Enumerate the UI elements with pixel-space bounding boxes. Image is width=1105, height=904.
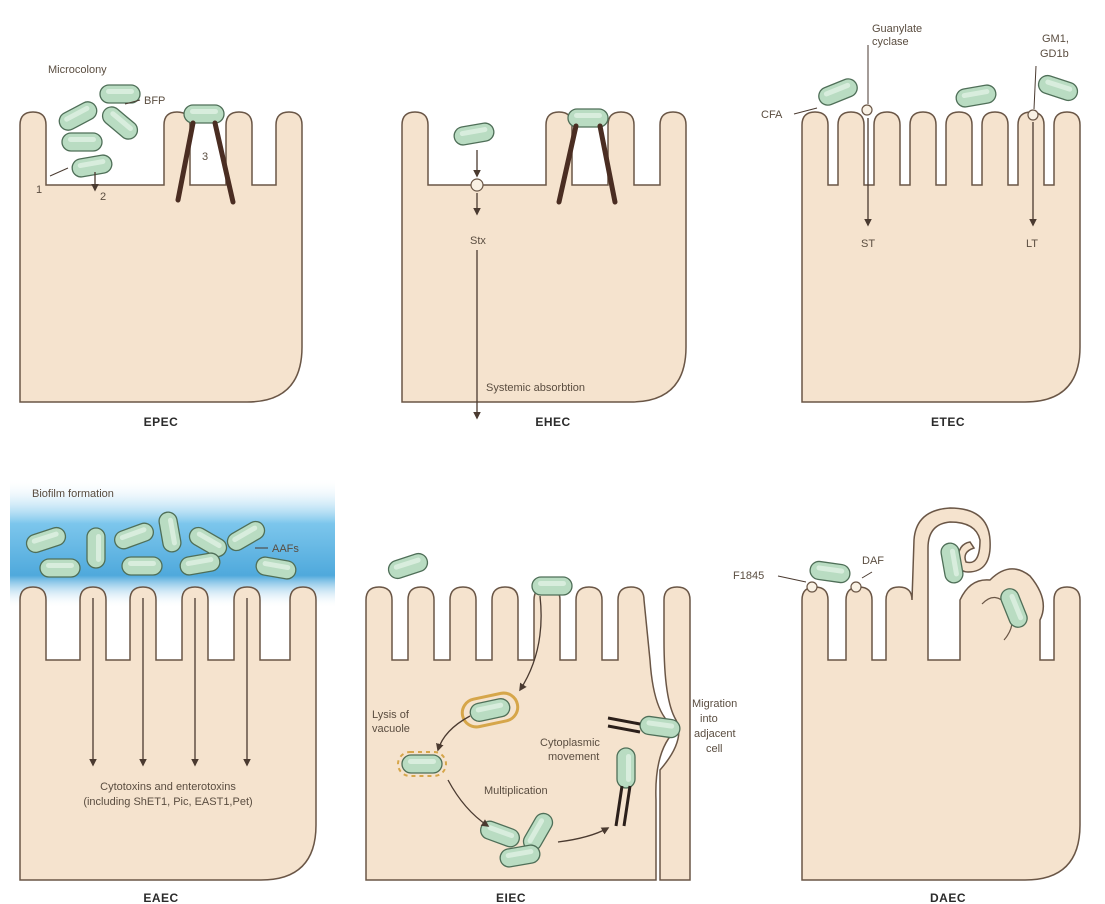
ehec-systemic-label: Systemic absorbtion [486, 382, 585, 394]
eaec-cell [20, 587, 316, 880]
panel-eiec: Lysis of vacuole Cytoplasmic movement Mu… [366, 551, 737, 904]
epec-bacterium [99, 103, 141, 143]
etec-bacterium [816, 76, 860, 108]
epec-bfp-label: BFP [144, 95, 165, 107]
eaec-aafs-label: AAFs [272, 543, 299, 555]
eiec-multiplication-label: Multiplication [484, 785, 548, 797]
epec-title: EPEC [144, 415, 179, 429]
daec-daf-label: DAF [862, 555, 884, 567]
panel-etec: Guanylate cyclase GM1, GD1b CFA ST LT ET… [761, 23, 1080, 429]
epec-bacterium [184, 105, 224, 123]
eiec-into-label: into [700, 713, 718, 725]
epec-bacterium [71, 154, 114, 179]
ehec-bacterium [453, 122, 496, 147]
eiec-cell-label: cell [706, 743, 723, 755]
eiec-cytoplasmic-label: Cytoplasmic [540, 737, 600, 749]
eiec-bacterium [386, 551, 430, 580]
eaec-title: EAEC [143, 891, 178, 904]
epec-bacterium [100, 85, 140, 103]
panel-eaec: Biofilm formation AAFs Cytotoxins and en… [10, 478, 335, 904]
etec-bacterium [955, 84, 998, 109]
etec-gm1-label: GM1, [1042, 33, 1069, 45]
epec-bacterium [62, 133, 102, 151]
daec-bacterium [809, 560, 851, 583]
eiec-migration-label: Migration [692, 698, 737, 710]
epec-cell [20, 112, 302, 402]
ehec-title: EHEC [535, 415, 570, 429]
daec-f1845-label: F1845 [733, 570, 764, 582]
panel-epec: Microcolony BFP 1 2 3 EPEC [20, 64, 302, 429]
etec-cell [802, 112, 1080, 402]
ehec-stx-label: Stx [470, 235, 486, 247]
daec-title: DAEC [930, 891, 966, 904]
ehec-cell [402, 112, 686, 402]
ehec-bacterium [568, 109, 608, 127]
etec-st-label: ST [861, 238, 875, 250]
panel-daec: F1845 DAF DAEC [733, 508, 1080, 904]
eiec-movement-label: movement [548, 751, 599, 763]
eiec-title: EIEC [496, 891, 526, 904]
etec-bacterium [1036, 73, 1080, 102]
eiec-vacuole-label: vacuole [372, 723, 410, 735]
epec-bacterium [56, 99, 100, 134]
panel-ehec: Stx Systemic absorbtion EHEC [402, 109, 686, 429]
eaec-bacterium [40, 559, 80, 577]
eaec-bacterium [122, 557, 162, 575]
etec-title: ETEC [931, 415, 965, 429]
eiec-bacterium [532, 577, 572, 595]
eiec-lysis-label: Lysis of [372, 709, 410, 721]
epec-step1-label: 1 [36, 184, 42, 196]
etec-lt-label: LT [1026, 238, 1038, 250]
etec-guanylate-label: Guanylate [872, 23, 922, 35]
eaec-bacterium [87, 528, 105, 568]
etec-cfa-label: CFA [761, 109, 783, 121]
epec-step2-label: 2 [100, 191, 106, 203]
epec-step3-label: 3 [202, 151, 208, 163]
eaec-toxins-detail-label: (including ShET1, Pic, EAST1,Pet) [83, 796, 252, 808]
eaec-toxins-label: Cytotoxins and enterotoxins [100, 781, 236, 793]
eiec-bacterium [617, 748, 635, 788]
eaec-biofilm-label: Biofilm formation [32, 488, 114, 500]
eiec-cell [366, 587, 678, 880]
eiec-adjacent-label: adjacent [694, 728, 736, 740]
etec-gd1b-label: GD1b [1040, 48, 1069, 60]
etec-cyclase-label: cyclase [872, 36, 909, 48]
epec-microcolony-label: Microcolony [48, 64, 107, 76]
daec-cell [802, 508, 1080, 880]
